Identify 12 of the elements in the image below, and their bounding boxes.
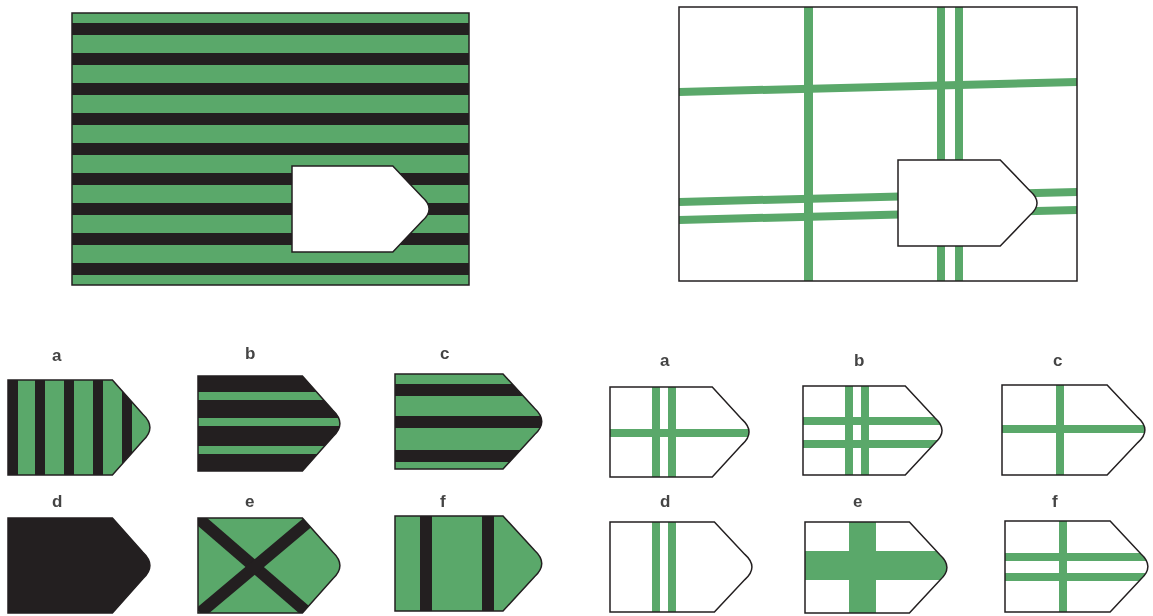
option-letter: d <box>52 493 63 511</box>
option-letter: a <box>52 347 62 365</box>
option-letter: c <box>1053 352 1063 370</box>
option-letter: c <box>440 345 450 363</box>
option-letter: f <box>1052 493 1058 511</box>
option-letter: b <box>245 345 256 363</box>
option-letter: b <box>854 352 865 370</box>
option-letter: e <box>853 493 863 511</box>
option-letter: f <box>440 493 446 511</box>
option-letter: e <box>245 493 255 511</box>
option-letter: a <box>660 352 670 370</box>
option-letter: d <box>660 493 671 511</box>
